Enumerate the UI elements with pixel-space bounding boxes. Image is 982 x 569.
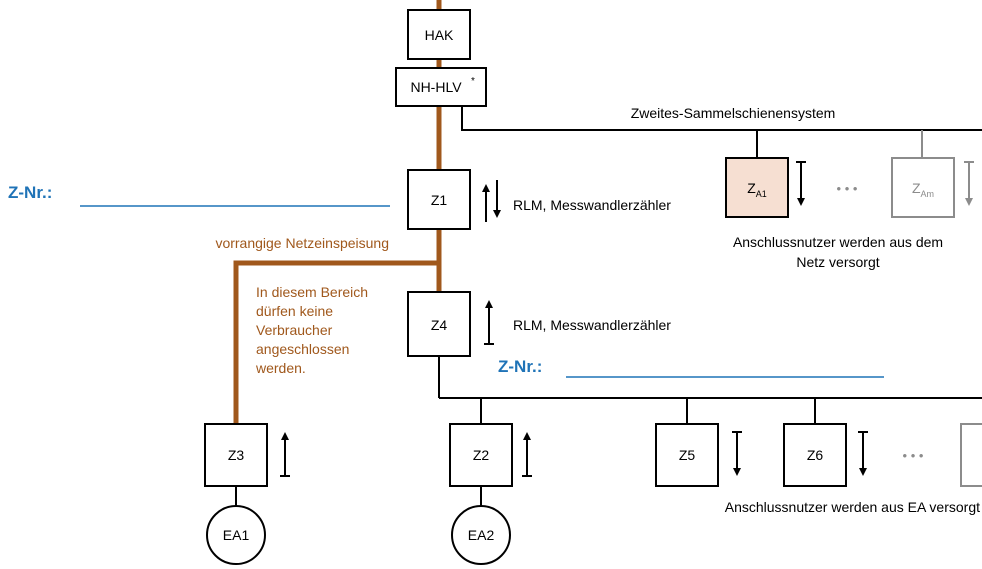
meter-z1-label: Z1	[431, 192, 448, 208]
generator-ea1-label: EA1	[223, 527, 250, 543]
nh-hlv-box: NH-HLV *	[395, 67, 487, 107]
nh-hlv-label: NH-HLV	[410, 79, 462, 95]
nh-hlv-footnote-mark: *	[471, 76, 475, 87]
generator-ea2-label: EA2	[468, 527, 495, 543]
bidirectional-arrow-icon	[482, 180, 501, 222]
meter-za1-subscript: A1	[756, 189, 767, 199]
priority-feed-label: vorrangige Netzeinspeisung	[215, 235, 389, 251]
meter-z5: Z5	[655, 423, 719, 487]
svg-text:ZA1: ZA1	[747, 180, 767, 199]
ellipsis-top: • • •	[837, 181, 858, 196]
svg-text:ZAm: ZAm	[912, 180, 934, 199]
meter-z3-label: Z3	[228, 447, 245, 463]
meter-zam: ZAm	[891, 157, 955, 218]
meter-z4: Z4	[407, 291, 471, 357]
meter-z6: Z6	[783, 423, 847, 487]
connection-lines	[235, 106, 982, 506]
hak-box: HAK	[407, 9, 471, 60]
generator-ea1: EA1	[206, 505, 266, 565]
meter-zam-label: Z	[912, 180, 921, 196]
meter-z3: Z3	[204, 423, 268, 487]
hak-label: HAK	[425, 27, 454, 43]
grid-supplied-caption-line1: Anschlussnutzer werden aus dem	[733, 234, 943, 250]
meter-z6-label: Z6	[807, 447, 824, 463]
meter-z1: Z1	[407, 169, 471, 230]
no-consumers-line2: dürfen keine	[256, 303, 333, 319]
meter-partial-grey	[960, 423, 982, 487]
z4-meter-type: RLM, Messwandlerzähler	[513, 317, 671, 333]
ellipsis-bottom: • • •	[903, 448, 924, 463]
meter-number-label-left: Z-Nr.:	[8, 183, 52, 202]
meter-number-label-mid: Z-Nr.:	[498, 357, 542, 376]
meter-za1: ZA1	[725, 157, 789, 218]
priority-feed-line	[233, 0, 442, 424]
meter-z4-label: Z4	[431, 317, 448, 333]
no-consumers-line1: In diesem Bereich	[256, 284, 368, 300]
z1-meter-type: RLM, Messwandlerzähler	[513, 197, 671, 213]
meter-z2: Z2	[449, 423, 513, 487]
meter-za1-label: Z	[747, 180, 756, 196]
meter-z5-label: Z5	[679, 447, 696, 463]
ea-supplied-caption: Anschlussnutzer werden aus EA versorgt	[725, 499, 980, 515]
meter-z2-label: Z2	[473, 447, 490, 463]
generator-ea2: EA2	[451, 505, 511, 565]
no-consumers-line4: angeschlossen	[256, 341, 349, 357]
no-consumers-line3: Verbraucher	[256, 322, 333, 338]
no-consumers-line5: werden.	[255, 360, 306, 376]
grid-supplied-caption-line2: Netz versorgt	[796, 254, 879, 270]
second-busbar-label: Zweites-Sammelschienensystem	[631, 105, 836, 121]
no-consumers-note: In diesem Bereich dürfen keine Verbrauch…	[255, 284, 372, 376]
meter-zam-subscript: Am	[921, 189, 935, 199]
